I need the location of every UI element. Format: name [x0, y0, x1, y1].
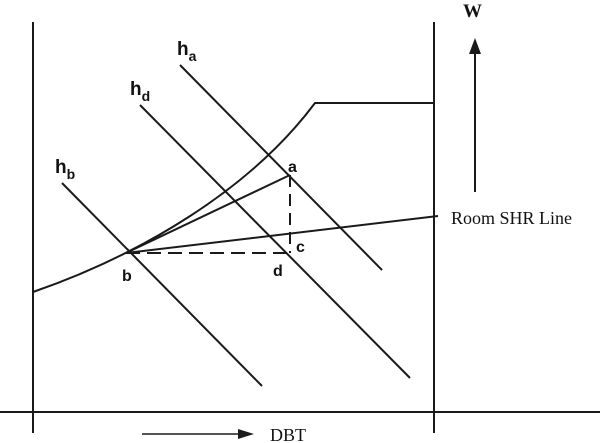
label-point-c: c	[296, 239, 305, 256]
label-w-axis: W	[463, 1, 482, 22]
label-point-d: d	[273, 263, 283, 280]
dbt-axis-arrow-head	[238, 429, 254, 439]
enthalpy-line-a	[179, 64, 383, 271]
saturation-curve	[32, 102, 434, 293]
process-line-b-to-a	[125, 174, 291, 254]
label-h-a: ha	[177, 39, 197, 64]
enthalpy-line-b	[61, 182, 263, 387]
label-point-a: a	[288, 159, 297, 176]
enthalpy-line-d	[139, 104, 411, 379]
label-point-b: b	[122, 268, 132, 285]
label-h-d: hd	[130, 79, 150, 104]
label-dbt-axis: DBT	[270, 425, 306, 443]
label-room-shr-line: Room SHR Line	[451, 208, 572, 228]
label-h-b: hb	[55, 157, 75, 182]
w-axis-arrow-head	[469, 38, 481, 54]
room-shr-line	[125, 215, 439, 254]
